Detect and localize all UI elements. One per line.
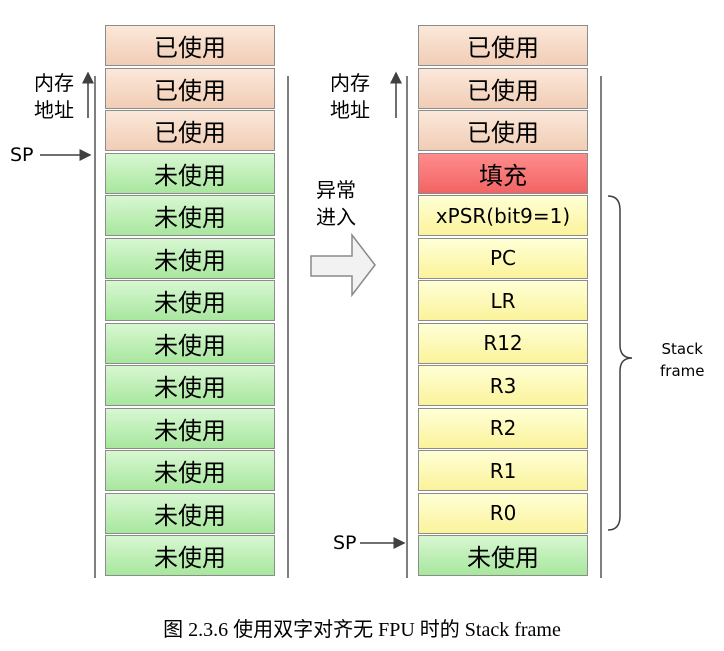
right-stack-cell-frame: R12 xyxy=(418,322,588,364)
stack-frame-brace xyxy=(607,195,633,531)
memory-address-label-right-line2: 地址 xyxy=(330,98,370,122)
exception-entry-label: 异常 进入 xyxy=(316,177,356,231)
exception-entry-label-line2: 进入 xyxy=(316,205,356,229)
exception-entry-label-line1: 异常 xyxy=(316,178,356,202)
left-stack-right-edge-line xyxy=(287,76,289,578)
right-stack-cell-frame: LR xyxy=(418,280,588,321)
memory-address-label-left-line1: 内存 xyxy=(34,71,74,95)
left-stack-cell-used: 已使用 xyxy=(105,67,275,109)
right-stack-cell-frame: xPSR(bit9=1) xyxy=(418,195,588,236)
left-stack-cell-unused: 未使用 xyxy=(105,322,275,364)
right-stack-cell-frame: R2 xyxy=(418,407,588,449)
right-stack-cell-pad: 填充 xyxy=(418,152,588,194)
stack-frame-label-line1: Stack xyxy=(661,340,703,358)
left-stack-cell-used: 已使用 xyxy=(105,25,275,66)
sp-label-right: SP xyxy=(333,532,357,554)
right-stack-cell-frame: R3 xyxy=(418,365,588,406)
left-stack-cell-used: 已使用 xyxy=(105,110,275,151)
right-stack-cell-used: 已使用 xyxy=(418,110,588,151)
left-stack-cell-unused: 未使用 xyxy=(105,280,275,321)
right-stack-cell-unused: 未使用 xyxy=(418,535,588,576)
right-stack-cell-frame: PC xyxy=(418,237,588,279)
right-stack-left-edge-line xyxy=(406,76,408,578)
exception-entry-block-arrow xyxy=(310,232,376,298)
sp-label-left: SP xyxy=(10,144,34,166)
stack-frame-label: Stack frame xyxy=(660,338,704,382)
left-stack-cell-unused: 未使用 xyxy=(105,492,275,534)
memory-address-label-right-line1: 内存 xyxy=(330,71,370,95)
right-stack-cell-frame: R1 xyxy=(418,450,588,491)
right-stack-cell-used: 已使用 xyxy=(418,67,588,109)
memory-address-label-left: 内存 地址 xyxy=(34,70,74,124)
left-stack-cell-unused: 未使用 xyxy=(105,450,275,491)
left-stack-cell-unused: 未使用 xyxy=(105,365,275,406)
right-stack-cell-used: 已使用 xyxy=(418,25,588,66)
left-stack-cell-unused: 未使用 xyxy=(105,152,275,194)
left-stack-cell-unused: 未使用 xyxy=(105,237,275,279)
left-stack-cell-unused: 未使用 xyxy=(105,407,275,449)
left-stack-cell-unused: 未使用 xyxy=(105,195,275,236)
left-memory-stack: 已使用已使用已使用未使用未使用未使用未使用未使用未使用未使用未使用未使用未使用 xyxy=(105,25,275,578)
left-stack-cell-unused: 未使用 xyxy=(105,535,275,576)
memory-address-label-right: 内存 地址 xyxy=(330,70,370,124)
stack-frame-label-line2: frame xyxy=(660,362,705,380)
left-stack-left-edge-line xyxy=(94,76,96,578)
right-stack-cell-frame: R0 xyxy=(418,492,588,534)
memory-address-label-left-line2: 地址 xyxy=(34,98,74,122)
right-stack-right-edge-line xyxy=(600,76,602,578)
figure-caption: 图 2.3.6 使用双字对齐无 FPU 时的 Stack frame xyxy=(163,619,561,641)
